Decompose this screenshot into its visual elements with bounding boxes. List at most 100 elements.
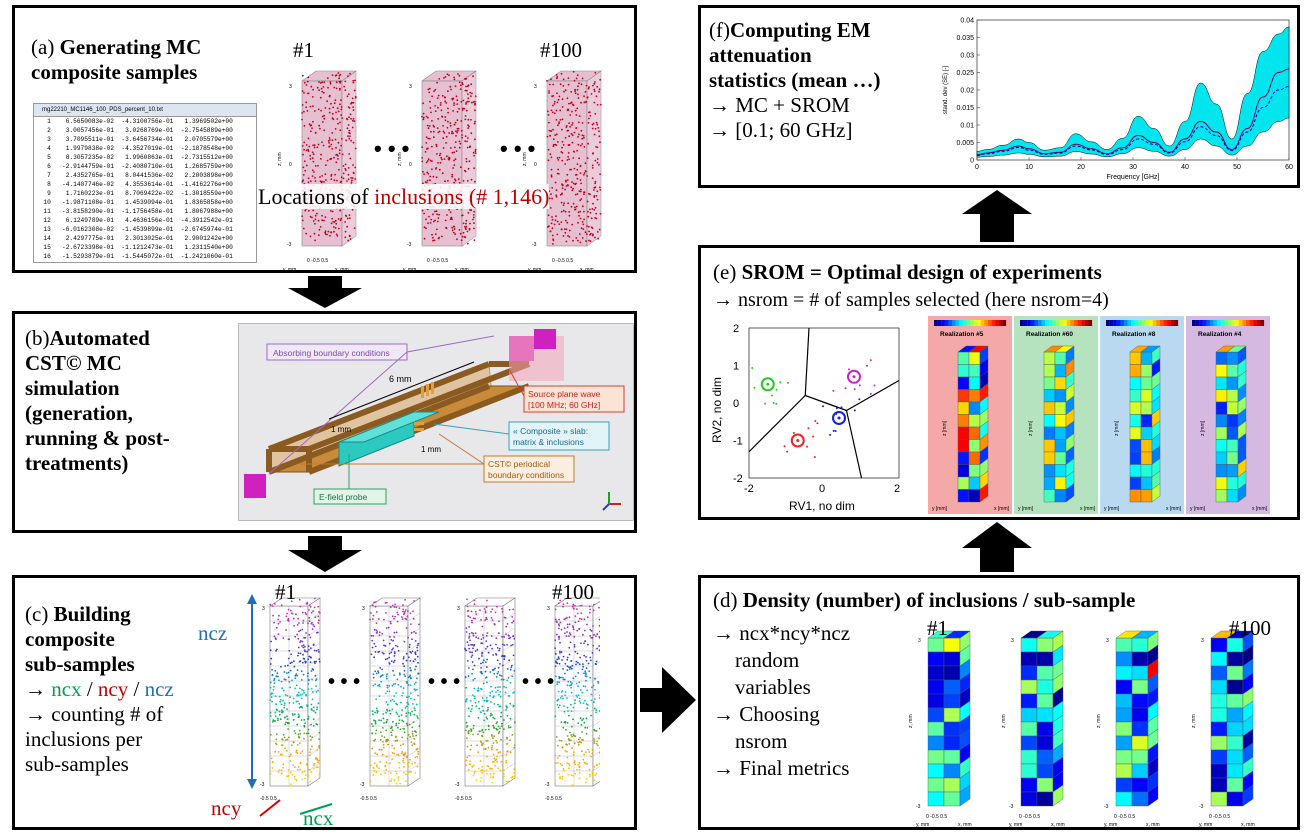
inclusion-dot bbox=[479, 730, 481, 733]
inclusion-rod bbox=[421, 386, 424, 398]
inclusion-dot bbox=[393, 606, 396, 608]
inclusion-dot bbox=[406, 615, 409, 618]
inclusion-dot bbox=[579, 164, 582, 167]
inclusion-dot bbox=[335, 87, 338, 90]
inclusion-dot bbox=[299, 641, 301, 643]
x-ticks: -0.5 0.5 bbox=[360, 796, 377, 802]
realization-top bbox=[1226, 345, 1247, 353]
inclusion-dot bbox=[413, 698, 416, 701]
inclusion-dot bbox=[309, 605, 312, 608]
inclusion-dot bbox=[278, 614, 280, 617]
inclusion-dot bbox=[304, 777, 306, 780]
inclusion-dot bbox=[591, 770, 594, 773]
inclusion-dot bbox=[388, 656, 391, 659]
inclusion-dot bbox=[276, 648, 278, 651]
inclusion-dot bbox=[382, 713, 385, 715]
inclusion-dot bbox=[429, 179, 431, 182]
inclusion-dot bbox=[335, 146, 337, 149]
inclusion-dot bbox=[411, 733, 414, 735]
inclusion-dot bbox=[307, 181, 310, 184]
inclusion-dot bbox=[554, 675, 557, 678]
column-side bbox=[341, 70, 357, 247]
z-tick: -3 bbox=[260, 782, 265, 788]
inclusion-dot bbox=[586, 96, 589, 99]
inclusion-dot bbox=[348, 234, 351, 237]
inclusion-dot bbox=[492, 737, 494, 740]
inclusion-dot bbox=[552, 128, 554, 131]
port-right-2 bbox=[534, 329, 556, 349]
inclusion-dot bbox=[591, 208, 594, 210]
inclusion-dot bbox=[386, 703, 389, 706]
z-tick: 3 bbox=[547, 606, 550, 612]
sub-grid-line bbox=[592, 646, 600, 652]
inclusion-dot bbox=[393, 695, 395, 697]
inclusion-dot bbox=[313, 649, 316, 652]
inclusion-dot bbox=[411, 763, 414, 765]
colorbar-cell bbox=[944, 320, 949, 326]
inclusion-dot bbox=[468, 754, 471, 757]
inclusion-dot bbox=[492, 742, 495, 744]
inclusion-dot bbox=[280, 604, 283, 607]
inclusion-dot bbox=[437, 162, 439, 164]
inclusion-dot bbox=[464, 676, 467, 679]
inclusion-dot bbox=[312, 220, 315, 222]
d-first-label: #1 bbox=[927, 616, 948, 640]
inclusion-dot bbox=[452, 110, 454, 112]
inclusion-dot bbox=[581, 221, 584, 223]
inclusion-dot bbox=[489, 714, 492, 717]
ncx-arrow bbox=[299, 803, 333, 815]
inclusion-dot bbox=[305, 232, 308, 235]
inclusion-dot bbox=[353, 227, 356, 230]
inclusion-dot bbox=[409, 612, 412, 615]
inclusion-dot bbox=[568, 666, 570, 669]
inclusion-dot bbox=[298, 736, 300, 739]
inclusion-dot bbox=[583, 172, 586, 174]
inclusion-dot bbox=[593, 779, 596, 781]
inclusion-dot bbox=[414, 652, 416, 654]
inclusion-dot bbox=[550, 156, 553, 159]
inclusion-dot bbox=[507, 725, 510, 727]
inclusion-dot bbox=[596, 85, 599, 88]
inclusion-dot bbox=[589, 656, 592, 659]
inclusion-dot bbox=[378, 719, 380, 721]
density-cell bbox=[1115, 721, 1133, 737]
inclusion-dot bbox=[289, 784, 291, 787]
realization-cell bbox=[957, 389, 970, 403]
inclusion-dot bbox=[443, 132, 446, 134]
inclusion-dot bbox=[564, 210, 567, 213]
inclusion-dot bbox=[285, 615, 288, 618]
inclusion-dot bbox=[272, 688, 275, 691]
density-cell bbox=[1020, 707, 1038, 723]
inclusion-dot bbox=[392, 661, 395, 664]
x-axis-label: x, mm bbox=[958, 822, 972, 828]
inclusion-dot bbox=[567, 108, 569, 111]
inclusion-dot bbox=[577, 672, 580, 674]
inclusion-dot bbox=[317, 234, 320, 237]
inclusion-dot bbox=[486, 739, 489, 742]
inclusion-dot bbox=[299, 693, 302, 696]
inclusion-dot bbox=[484, 610, 487, 613]
inclusion-dot bbox=[372, 673, 375, 675]
inclusion-dot bbox=[579, 656, 581, 659]
inclusion-dot bbox=[568, 158, 570, 161]
y-axis-label: y, mm bbox=[528, 267, 541, 273]
inclusion-dot bbox=[313, 146, 316, 149]
inclusion-dot bbox=[598, 727, 600, 730]
inclusion-dot bbox=[453, 151, 455, 154]
inclusion-dot bbox=[471, 92, 473, 95]
realization-cell bbox=[957, 426, 970, 440]
inclusion-dot bbox=[470, 619, 473, 622]
file-tab[interactable]: mg22210_MC1146_100_PDS_percent_10.txt bbox=[34, 104, 256, 117]
x-ticks: 0 -0.5 0.5 bbox=[307, 258, 328, 264]
realization-cell bbox=[1215, 464, 1228, 478]
inclusion-dot bbox=[560, 651, 563, 654]
inclusion-dot bbox=[574, 615, 577, 617]
inclusion-dot bbox=[586, 616, 589, 619]
density-cell bbox=[927, 763, 945, 779]
inclusion-dot bbox=[489, 694, 491, 697]
realization-cell bbox=[957, 351, 970, 365]
inclusion-dot bbox=[403, 669, 406, 672]
inclusion-dot bbox=[501, 610, 504, 613]
inclusion-dot bbox=[552, 145, 555, 148]
inclusion-dot bbox=[293, 660, 295, 663]
